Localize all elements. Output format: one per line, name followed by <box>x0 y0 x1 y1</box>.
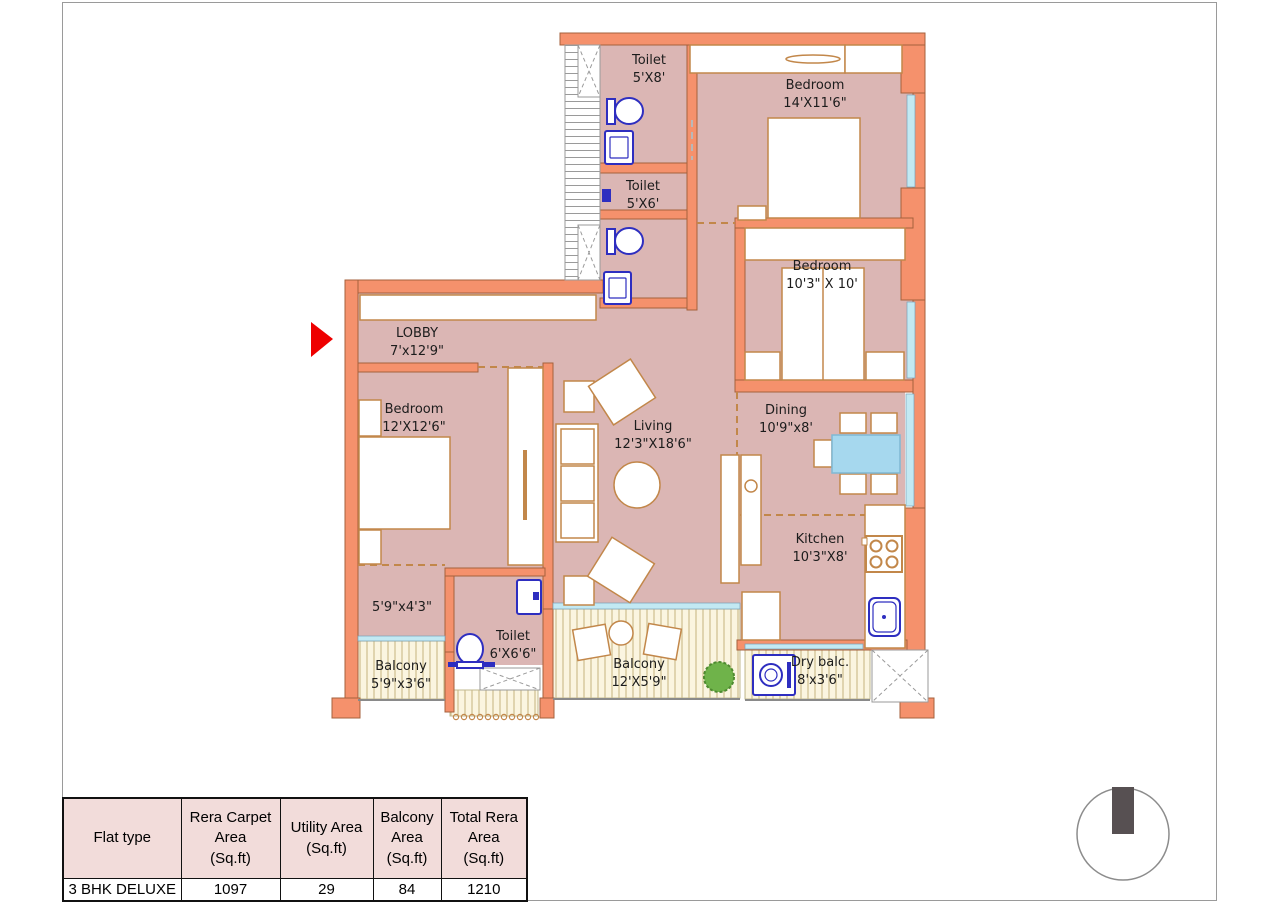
north-indicator-icon <box>1076 787 1170 881</box>
header-balcony-area: Balcony Area (Sq.ft) <box>372 797 442 879</box>
room-label: LOBBY <box>396 326 438 341</box>
room-dims: 5'X8' <box>633 71 666 86</box>
header-total-rera-area: Total Rera Area (Sq.ft) <box>440 797 528 879</box>
room-label: Bedroom <box>786 78 845 93</box>
room-label: Toilet <box>495 629 530 644</box>
page-border-frame <box>62 2 1217 901</box>
entrance-arrow-icon <box>311 322 333 357</box>
door-openings <box>358 120 865 566</box>
room-label: Bedroom <box>793 259 852 274</box>
header-rera-carpet-area: Rera Carpet Area (Sq.ft) <box>180 797 281 879</box>
header-utility-area: Utility Area (Sq.ft) <box>279 797 374 879</box>
area-statement-table: Flat type Rera Carpet Area (Sq.ft) Utili… <box>62 797 528 902</box>
room-label: Dining <box>765 403 807 418</box>
room-label: Kitchen <box>796 532 845 547</box>
room-dims: 5'9"x3'6" <box>371 677 431 692</box>
room-labels: Toilet 5'X8' Bedroom 14'X11'6" Toilet 5'… <box>371 53 858 692</box>
entry-steps-scallops <box>452 713 540 721</box>
room-label: Balcony <box>375 659 427 674</box>
room-dims: 12'3"X18'6" <box>614 437 692 452</box>
stove-icon <box>861 535 903 573</box>
room-dims: 12'X12'6" <box>382 420 445 435</box>
room-label: Toilet <box>631 53 666 68</box>
room-dims: 12'X5'9" <box>611 675 666 690</box>
table-row: 3 BHK DELUXE 1097 29 84 1210 <box>62 878 528 902</box>
cell-flat-type: 3 BHK DELUXE <box>62 878 182 902</box>
cell-rera-carpet-area: 1097 <box>180 878 281 902</box>
room-dims: 8'x3'6" <box>797 673 843 688</box>
dining-table <box>831 434 901 474</box>
room-label: Toilet <box>625 179 660 194</box>
plant-icon <box>703 661 735 693</box>
cell-total-rera-area: 1210 <box>440 878 528 902</box>
cell-balcony-area: 84 <box>372 878 442 902</box>
room-dims: 7'x12'9" <box>390 344 444 359</box>
duct-shafts <box>358 44 929 703</box>
room-dims: 5'9"x4'3" <box>372 600 432 615</box>
table-header-row: Flat type Rera Carpet Area (Sq.ft) Utili… <box>62 797 528 879</box>
room-dims: 10'9"x8' <box>759 421 813 436</box>
cell-utility-area: 29 <box>279 878 374 902</box>
room-dims: 10'3"X8' <box>792 550 847 565</box>
header-flat-type: Flat type <box>62 797 182 879</box>
room-label: Living <box>634 419 673 434</box>
room-dims: 5'X6' <box>627 197 660 212</box>
plumbing-fixtures <box>456 97 901 696</box>
room-label: Dry balc. <box>791 655 849 670</box>
furniture <box>358 44 906 662</box>
room-label: Bedroom <box>385 402 444 417</box>
room-dims: 14'X11'6" <box>783 96 846 111</box>
room-dims: 6'X6'6" <box>490 647 537 662</box>
room-label: Balcony <box>613 657 665 672</box>
room-dims: 10'3" X 10' <box>786 277 858 292</box>
